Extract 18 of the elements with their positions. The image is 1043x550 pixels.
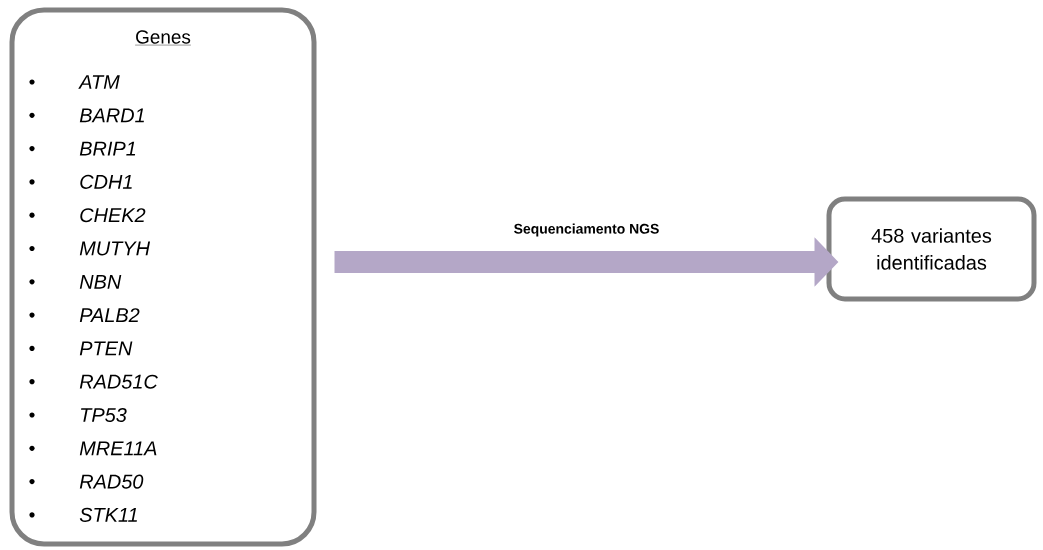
gene-name: NBN (79, 274, 122, 289)
gene-list-box (9, 7, 317, 547)
gene-name: RAD51C (79, 374, 158, 389)
gene-name: STK11 (79, 507, 137, 522)
gene-name: PALB2 (79, 308, 140, 323)
gene-name: RAD50 (79, 474, 144, 489)
gene-name: MUTYH (79, 241, 151, 256)
gene-name: BRIP1 (79, 141, 136, 156)
gene-name: CDH1 (80, 174, 132, 189)
gene-name: TP53 (81, 407, 127, 423)
gene-name: BARD1 (79, 108, 144, 123)
edge-label: Sequenciamento NGS (514, 223, 659, 237)
gene-name: CHEK2 (80, 208, 146, 223)
gene-name: PTEN (79, 341, 133, 356)
list-heading: Genes (134, 30, 192, 46)
gene-name: ATM (78, 75, 120, 89)
gene-name: MRE11A (79, 441, 157, 456)
result-box: 458 variantes identificadas (826, 196, 1037, 302)
